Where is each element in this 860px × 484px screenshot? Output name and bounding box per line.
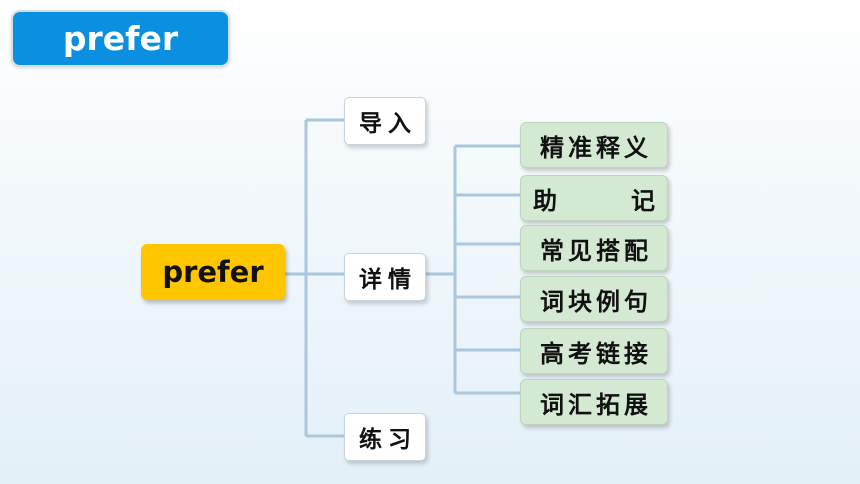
leaf-common-collocations[interactable]: 常见搭配: [520, 225, 668, 271]
branch-details[interactable]: 详情: [344, 253, 426, 301]
root-node[interactable]: prefer: [141, 244, 285, 300]
page-title: prefer: [11, 10, 230, 67]
leaf-exam-links[interactable]: 高考链接: [520, 328, 668, 374]
branch-intro[interactable]: 导入: [344, 97, 426, 145]
leaf-vocab-expansion[interactable]: 词汇拓展: [520, 379, 668, 425]
branch-practice[interactable]: 练习: [344, 413, 426, 461]
leaf-memory-aid-second: 记: [631, 186, 655, 215]
leaf-memory-aid-first: 助: [533, 186, 557, 215]
leaf-example-sentences[interactable]: 词块例句: [520, 276, 668, 322]
leaf-precise-meaning[interactable]: 精准释义: [520, 122, 668, 168]
leaf-memory-aid[interactable]: 助 记: [520, 175, 668, 221]
